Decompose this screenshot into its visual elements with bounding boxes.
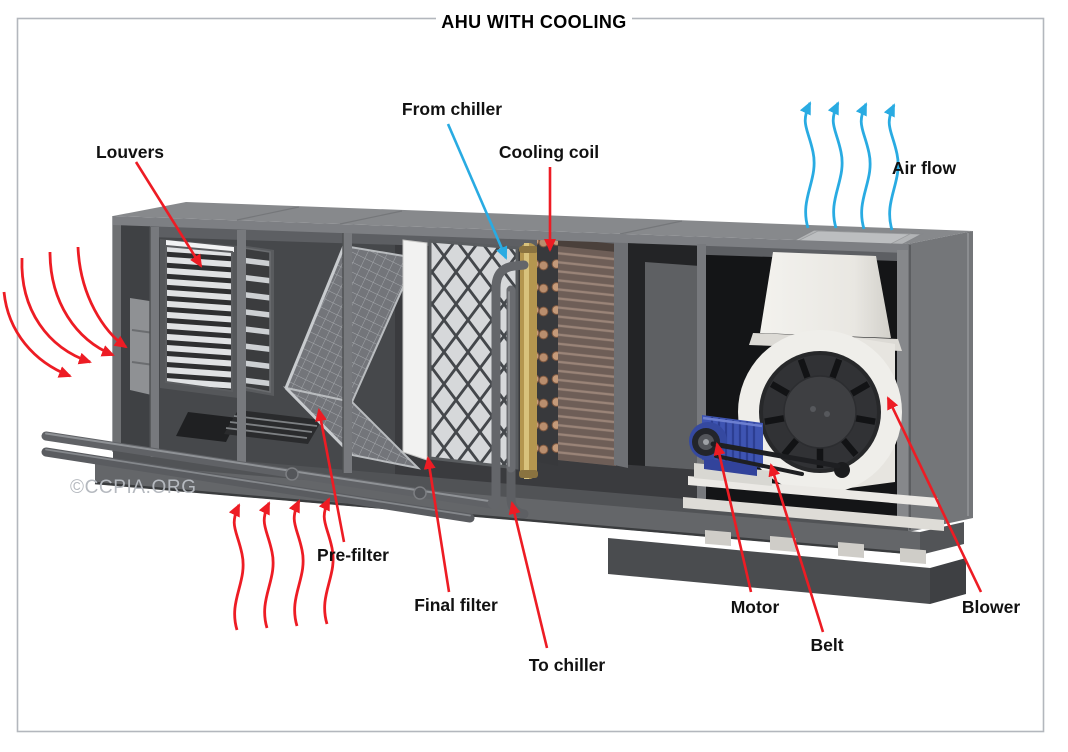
riser-pipe-front xyxy=(487,260,529,509)
callout-arrows xyxy=(134,123,983,649)
blower-arrow xyxy=(886,396,983,593)
label-pre-filter: Pre-filter xyxy=(317,545,389,565)
coil-fins xyxy=(558,238,616,466)
watermark: ©CCPIA.ORG xyxy=(70,477,197,498)
blower-discharge-duct xyxy=(760,252,891,338)
plenum-panel xyxy=(645,262,700,470)
belt xyxy=(710,441,841,476)
label-air-flow: Air flow xyxy=(892,158,957,178)
label-to-chiller: To chiller xyxy=(529,655,606,675)
label-motor: Motor xyxy=(731,597,780,617)
to-chiller-arrow xyxy=(508,501,549,649)
label-cooling-coil: Cooling coil xyxy=(499,142,599,162)
labels: Louvers From chiller Cooling coil Air fl… xyxy=(96,99,1020,675)
intake-air-arrows-bottom xyxy=(228,497,335,631)
pre-filter-arrow xyxy=(315,408,346,543)
label-from-chiller: From chiller xyxy=(402,99,502,119)
coil-ubends xyxy=(537,238,558,466)
belt-arrow xyxy=(768,463,825,633)
blower-assembly xyxy=(683,252,944,564)
blower-blades xyxy=(764,358,876,468)
page-title: AHU WITH COOLING xyxy=(441,12,626,32)
blower-wheel-disc xyxy=(783,375,857,449)
label-final-filter: Final filter xyxy=(414,595,498,615)
page-border xyxy=(16,8,1045,733)
louver-panel xyxy=(160,239,238,398)
label-louvers: Louvers xyxy=(96,142,164,162)
from-chiller-arrow xyxy=(446,123,508,260)
cabinet-right-face xyxy=(908,231,973,532)
label-blower: Blower xyxy=(962,597,1021,617)
chiller-piping xyxy=(41,260,529,523)
label-belt: Belt xyxy=(810,635,843,655)
motor xyxy=(689,415,763,476)
exhaust-air-arrows-top xyxy=(799,101,900,231)
final-filter-arrow xyxy=(423,456,451,593)
intake-air-arrows-left xyxy=(2,246,128,378)
return-pipe xyxy=(41,447,475,523)
motor-arrow xyxy=(713,442,753,593)
floor-opening xyxy=(176,410,322,444)
ahu-cabinet xyxy=(2,202,973,604)
louvers-arrow xyxy=(134,161,203,268)
